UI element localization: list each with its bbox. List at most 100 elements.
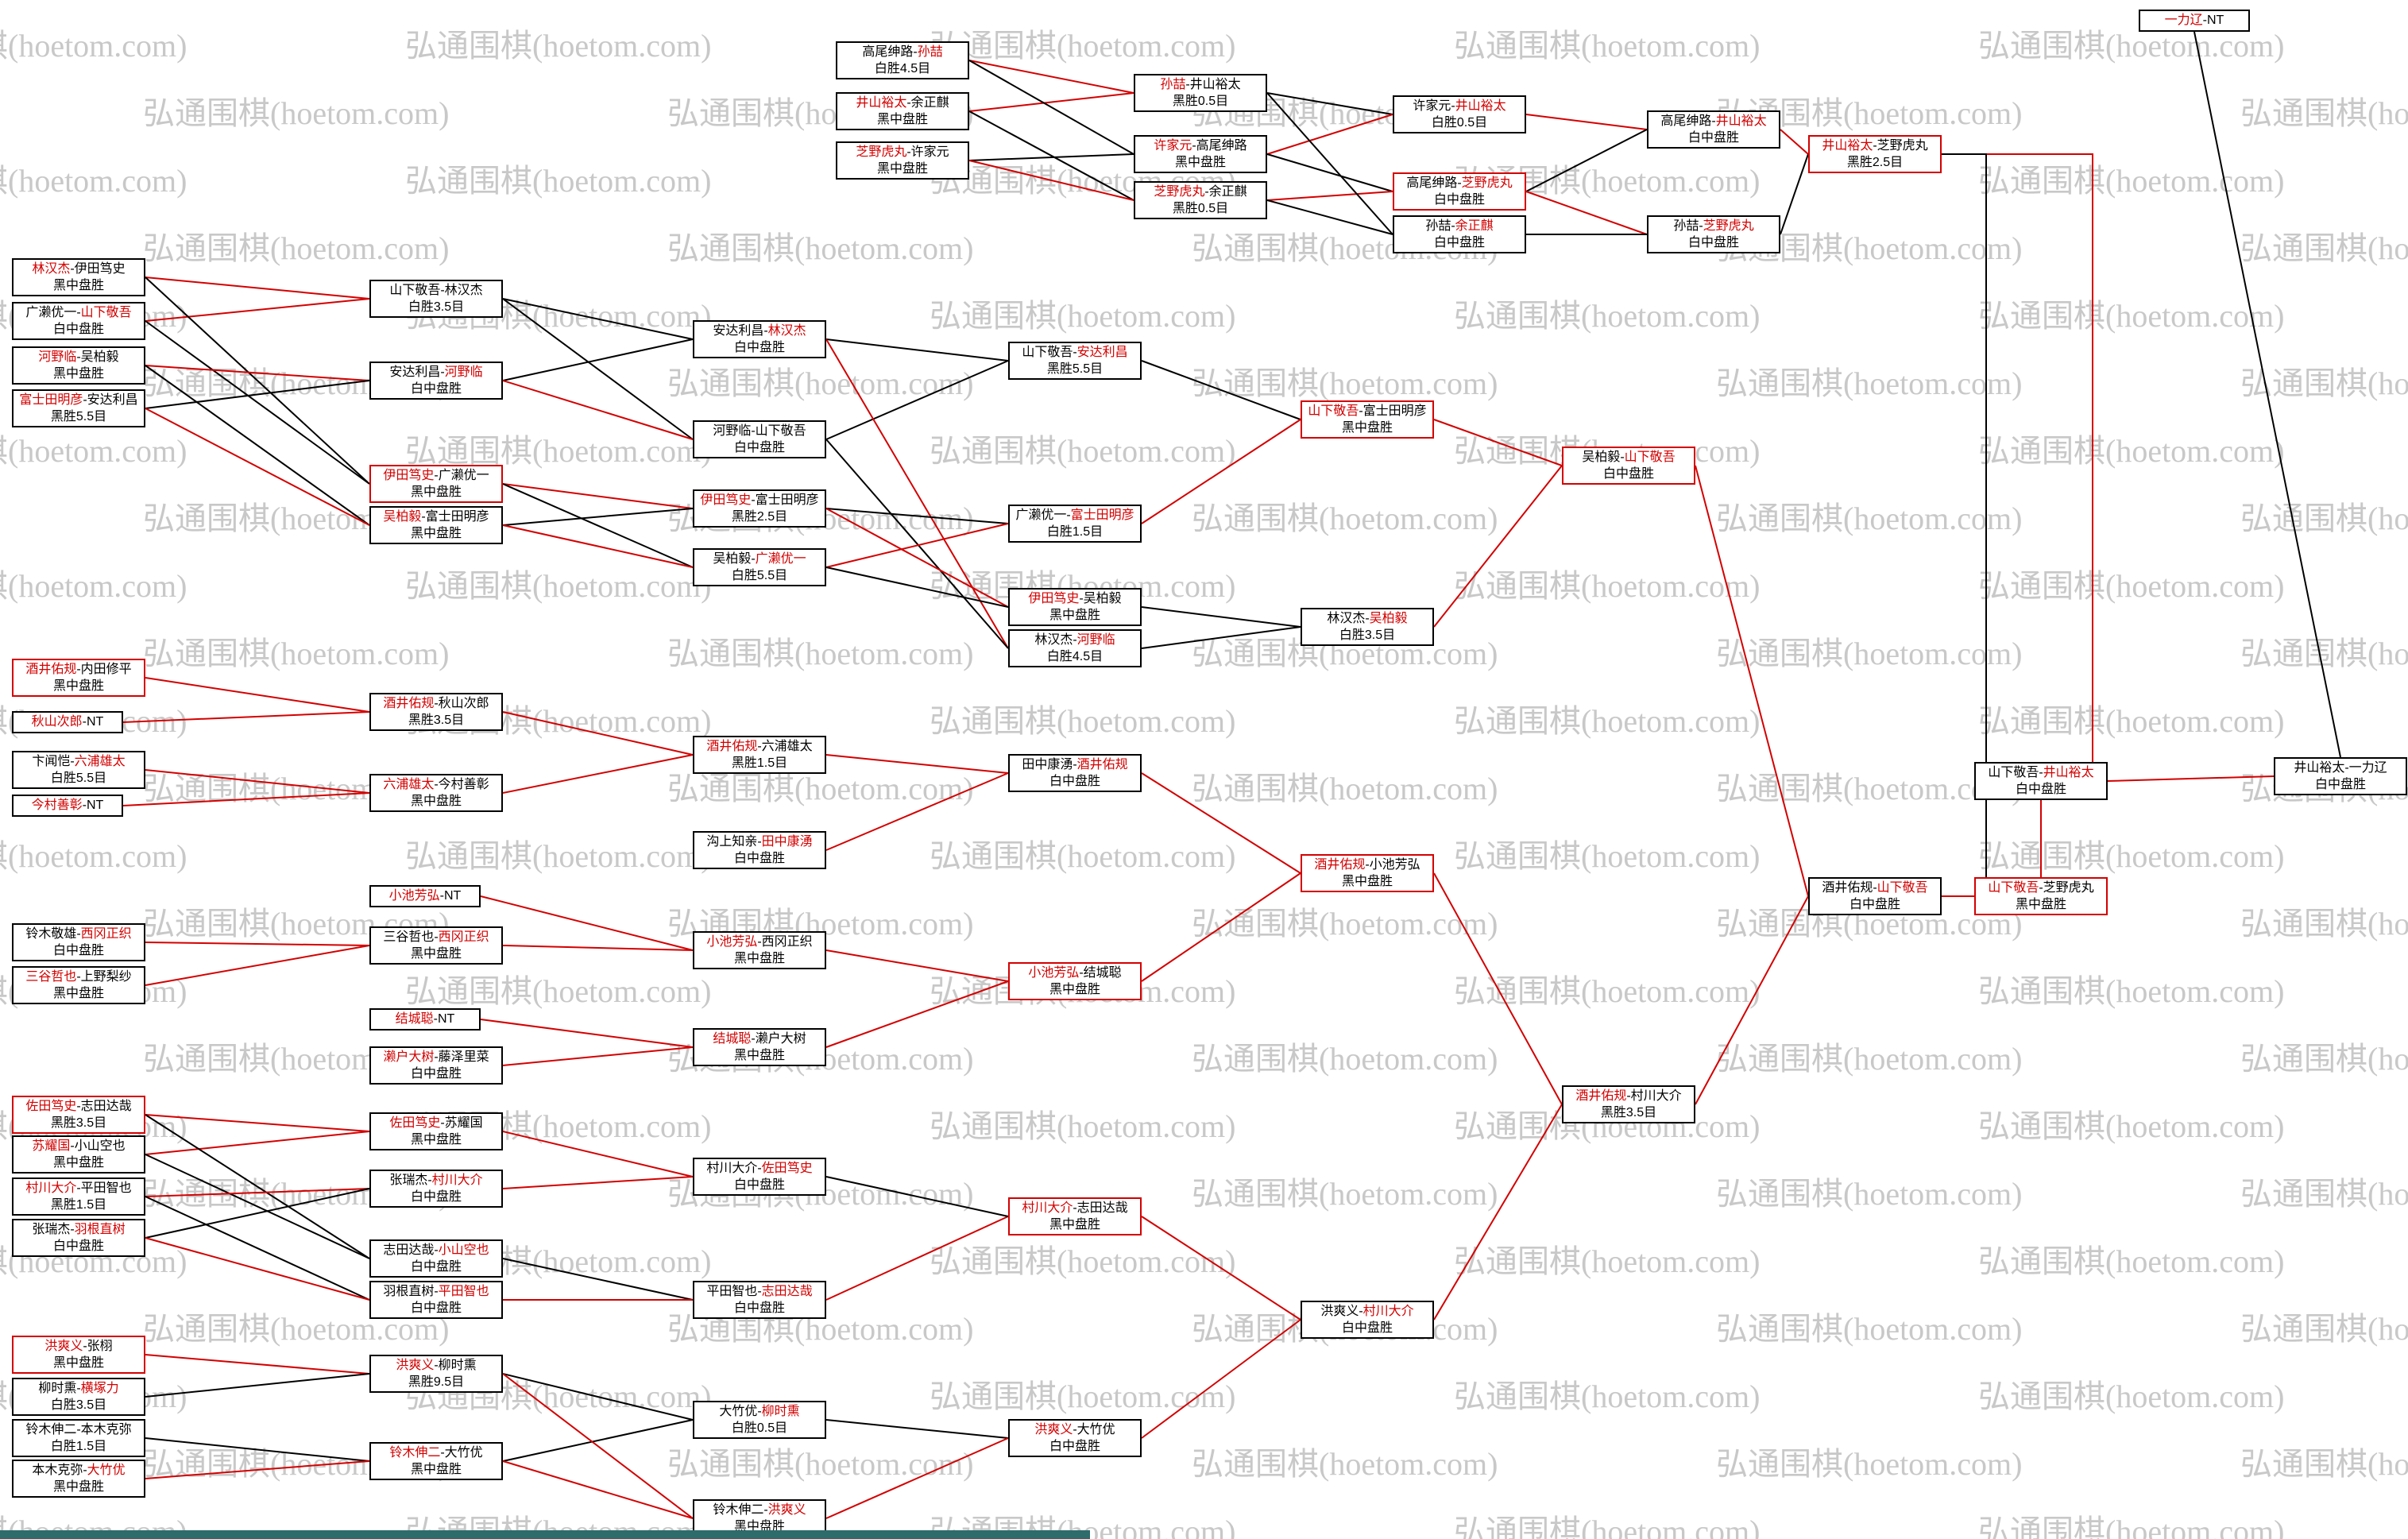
match-title: 佐田笃史-志田达哉 [14,1098,144,1115]
player-name: 安达利昌- [389,365,445,379]
match-title: 酒井佑规-小池芳弘 [1302,857,1432,873]
bracket-connector [502,754,694,794]
match-box-B5: 山下敬吾-林汉杰白胜3.5目 [369,280,503,318]
match-box-H: 酒井佑规-村川大介黑胜3.5目 [1562,1085,1695,1123]
player-name: 柳时熏 [761,1405,800,1418]
match-result: 白中盘胜 [1049,775,1100,788]
player-name: 河野临 [1076,633,1115,647]
player-name: 结城聪 [713,1032,752,1046]
player-name: -余正麒 [906,96,949,110]
player-name: 芝野虎丸 [1154,185,1205,199]
match-title: 林汉杰-河野临 [1010,632,1140,648]
bracket-connector [145,945,370,986]
watermark: 弘通围棋(hoetom.com) [667,230,974,266]
match-title: 佐田笃史-苏耀国 [371,1115,501,1131]
match-result: 白中盘胜 [2015,783,2066,796]
bracket-connector [825,1216,1009,1301]
match-title: 芝野虎丸-许家元 [837,144,968,160]
bracket-connector [825,338,1009,362]
match-result: 白中盘胜 [733,1178,785,1192]
bracket-connector [1141,360,1301,420]
player-name: -小池芳弘 [1365,858,1420,872]
player-name: 广濑优一- [1015,508,1071,522]
player-name: 吴柏毅 [383,510,422,524]
bracket-connector [968,160,1134,201]
player-name: -芝野虎丸 [1873,139,1928,153]
match-result: 黑中盘胜 [733,952,785,965]
match-title: 吴柏毅-富士田明彦 [371,508,501,525]
bracket-connector [502,711,694,756]
player-name: 六浦雄太 [383,778,435,791]
player-name: 三谷哲也 [25,970,77,984]
player-name: 吴柏毅- [1582,450,1625,464]
watermark: 弘通围棋(hoetom.com) [405,433,712,469]
match-box-B16: 林汉杰-河野临白胜4.5目 [1008,629,1142,667]
watermark: 弘通围棋(hoetom.com) [143,636,450,671]
bracket-connector [1141,606,1301,628]
bracket-connector [1266,191,1393,201]
match-title: 大竹优-柳时熏 [694,1403,825,1420]
player-name: 井山裕太 [1455,99,1506,113]
bracket-connector [502,945,694,951]
player-name: 结城聪 [395,1012,434,1026]
match-result: 白中盘胜 [2314,778,2366,791]
watermark: 弘通围棋(hoetom.com) [1978,298,2285,334]
match-title: 六浦雄太-今村善彰 [371,776,501,793]
match-result: 黑中盘胜 [410,1133,462,1147]
match-title: 三谷哲也-西冈正织 [371,929,501,945]
match-result: 白中盘胜 [1433,236,1485,249]
match-result: 白中盘胜 [52,323,104,336]
watermark: 弘通围棋(hoetom.com) [1192,1446,1498,1482]
match-title: 三谷哲也-上野梨纱 [14,969,144,985]
match-box-C9: 田中康湧-酒井佑规白中盘胜 [1008,754,1142,792]
player-name: -上野梨纱 [76,970,132,984]
bracket-connector [1141,772,1301,874]
match-title: 酒井佑规-山下敬吾 [1810,880,1940,896]
player-name: 村川大介 [431,1174,483,1187]
match-box-B18: 林汉杰-吴柏毅白胜3.5目 [1301,608,1434,646]
watermark: 弘通围棋(hoetom.com) [2240,230,2408,266]
match-result: 黑中盘胜 [876,162,928,176]
player-name: 河野临-山下敬吾 [713,424,806,438]
player-name: 井山裕太-一力辽 [2294,761,2387,775]
match-result: 白胜3.5目 [408,300,465,314]
player-name: 志田达哉- [383,1243,439,1257]
watermark: 弘通围棋(hoetom.com) [1716,1311,2023,1347]
player-name: 羽根直树- [383,1285,439,1298]
watermark: 弘通围棋(hoetom.com) [2240,1176,2408,1212]
match-result: 黑胜3.5目 [50,1116,107,1130]
match-box-A7: 许家元-井山裕太白胜0.5目 [1393,95,1526,133]
match-result: 白中盘胜 [1849,898,1900,911]
player-name: 安达利昌- [713,324,768,338]
match-box-F3: 村川大介-平田智也黑胜1.5目 [12,1177,145,1216]
match-title: 一力辽-NT [2140,12,2248,29]
match-result: 黑中盘胜 [52,987,104,1000]
player-name: 村川大介- [706,1162,762,1175]
player-name: 张瑞杰- [32,1223,75,1236]
player-name: 孙喆- [1673,219,1703,233]
match-box-B10: 河野临-山下敬吾白中盘胜 [693,420,826,458]
match-title: 洪爽义-张栩 [14,1338,144,1355]
bracket-connector [1141,626,1301,649]
player-name: 井山裕太 [2043,766,2094,779]
bracket-connector [502,1460,694,1519]
match-box-F6: 张瑞杰-村川大介白中盘胜 [369,1170,503,1208]
bracket-connector [1266,92,1393,115]
match-result: 白中盘胜 [733,1301,785,1315]
player-name: 羽根直树 [74,1223,126,1236]
watermark: 弘通围棋(hoetom.com) [2240,1311,2408,1347]
watermark: 弘通围棋(hoetom.com) [1192,365,1498,401]
match-box-F5: 佐田笃史-苏耀国黑中盘胜 [369,1112,503,1150]
bracket-connector [1695,895,1809,1105]
match-title: 小池芳弘-结城聪 [1010,965,1140,981]
watermark: 弘通围棋(hoetom.com) [1978,433,2285,469]
watermark: 弘通围棋(hoetom.com) [2240,636,2408,671]
player-name: 酒井佑规 [1575,1089,1627,1103]
watermark: 弘通围棋(hoetom.com) [930,1379,1236,1414]
match-title: 酒井佑规-内田修平 [14,661,144,678]
match-box-R3: 井山裕太-一力辽白中盘胜 [2274,757,2407,795]
player-name: -NT [433,1012,455,1026]
match-result: 黑中盘胜 [2015,898,2066,911]
match-box-B6: 安达利昌-河野临白中盘胜 [369,362,503,400]
bracket-connector [145,1131,370,1155]
